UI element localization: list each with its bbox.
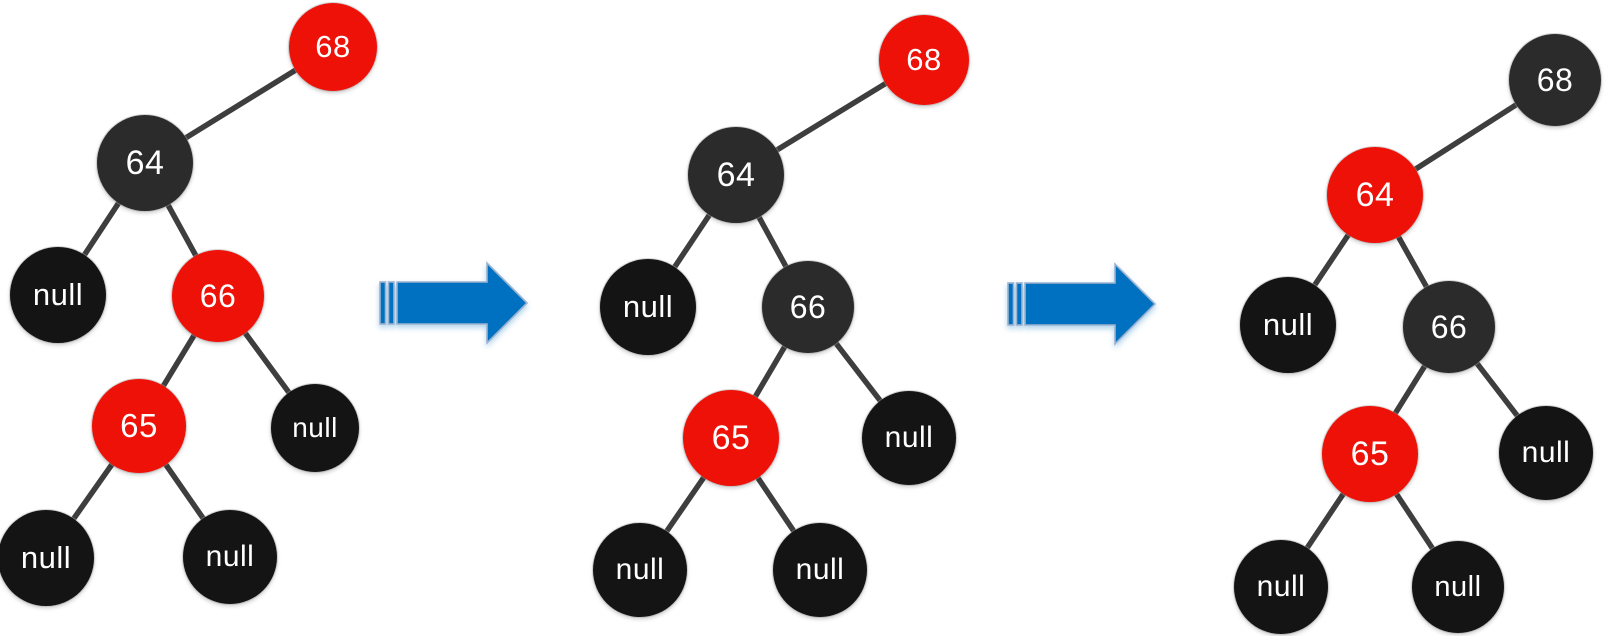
tree-edge <box>1367 451 1461 590</box>
tree-edge <box>142 160 221 299</box>
transition-arrow-2-part <box>1024 262 1157 346</box>
tree-edge <box>733 57 927 178</box>
transition-arrow-1-part <box>396 261 529 345</box>
tree-edge <box>728 435 823 573</box>
tree-edge <box>215 293 318 431</box>
tree-edge <box>645 172 739 310</box>
tree-edge <box>136 293 221 429</box>
tree-edge <box>1446 324 1549 456</box>
tree-edge <box>728 304 811 441</box>
transition-arrow-2-part <box>1015 282 1023 326</box>
tree-edge <box>136 423 233 560</box>
tree-edge <box>55 160 148 298</box>
tree-edge <box>1285 192 1378 328</box>
transition-arrow-1-part <box>379 281 387 325</box>
tree-edge <box>637 435 734 573</box>
tree-edge <box>1367 324 1452 457</box>
transition-arrow-1-icon <box>379 261 529 345</box>
tree-edge <box>1372 192 1452 330</box>
tree-edge <box>142 44 336 166</box>
transition-arrow-2-icon <box>1007 262 1157 346</box>
transition-arrow-2-part <box>1007 282 1015 326</box>
tree-edge <box>1372 77 1558 198</box>
tree-edge <box>1278 451 1373 590</box>
tree-edge <box>733 172 811 310</box>
transition-arrow-1-part <box>387 281 395 325</box>
tree-edge <box>805 304 912 441</box>
tree-edge <box>43 423 142 561</box>
